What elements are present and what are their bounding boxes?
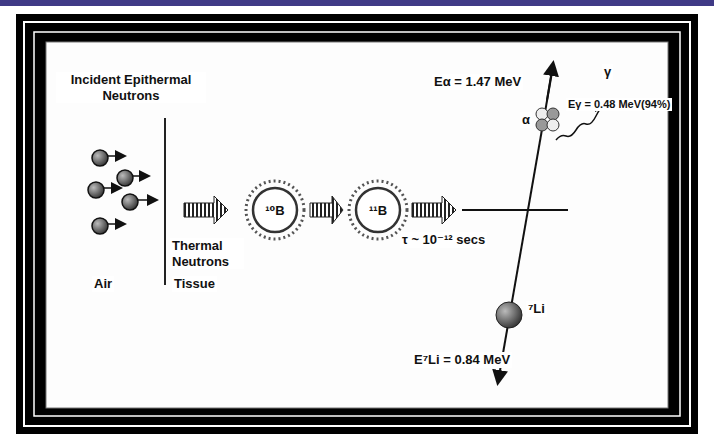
dotted-ring	[349, 181, 407, 239]
nucleus-label: ¹¹B	[369, 203, 387, 218]
diagram-label: ⁷Li	[526, 301, 547, 317]
diagram-label: Incident Epithermal Neutrons	[56, 72, 206, 103]
alpha-particle	[536, 108, 559, 131]
air-tissue-boundary	[164, 118, 166, 285]
inner-ring	[356, 188, 400, 232]
frame-line	[24, 22, 690, 426]
diagram-label: E⁷Li = 0.84 MeV	[412, 352, 512, 368]
frame	[16, 14, 698, 434]
reaction-line	[462, 209, 568, 211]
diagram-label: Thermal Neutrons	[170, 238, 244, 269]
diagram-label: Eγ = 0.48 MeV(94%)	[566, 98, 672, 111]
lithium-nucleus	[496, 302, 522, 328]
block-arrow	[310, 196, 343, 224]
block-arrow	[412, 196, 456, 224]
nucleus-label: ¹⁰B	[265, 203, 284, 218]
frame-line	[34, 32, 680, 416]
inner-ring	[253, 188, 297, 232]
nucleus-circle: ¹⁰B	[244, 179, 306, 241]
neutrons	[88, 150, 156, 234]
diagram-label: γ	[602, 64, 613, 80]
diagram-label: Tissue	[172, 276, 217, 292]
top-bar	[0, 0, 714, 6]
track-line	[498, 72, 552, 382]
dotted-ring	[246, 181, 304, 239]
panel	[46, 42, 668, 408]
diagram-label: Air	[92, 276, 114, 292]
diagram-label: τ ~ 10⁻¹² secs	[400, 232, 487, 248]
block-arrow	[184, 196, 228, 224]
track-arrow	[547, 64, 553, 100]
diagram-label: α	[520, 112, 532, 128]
diagram-label: Eα = 1.47 MeV	[432, 74, 523, 90]
